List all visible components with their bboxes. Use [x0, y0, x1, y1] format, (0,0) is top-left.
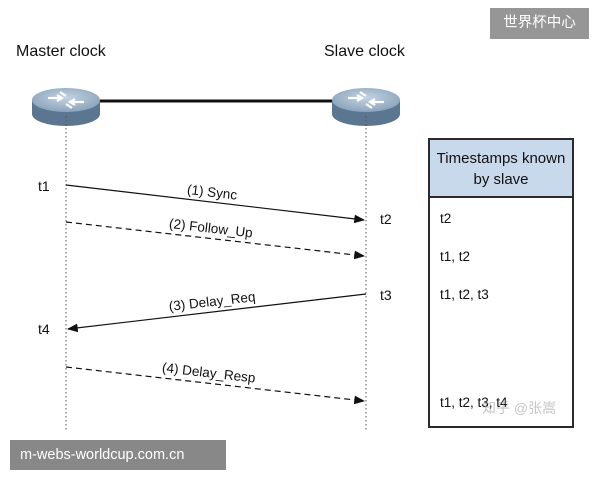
- time-t1-label: t1: [38, 178, 50, 194]
- delay-req-arrow: [66, 293, 367, 333]
- router-icon: [32, 88, 100, 126]
- zhihu-watermark: 知乎 @张嵩: [482, 400, 557, 416]
- time-t4-label: t4: [38, 321, 50, 337]
- master-clock-label: Master clock: [16, 43, 106, 60]
- timestamps-header: Timestamps known by slave: [428, 138, 574, 198]
- timestamps-row: t2: [440, 211, 452, 226]
- site-watermark-bottom: m-webs-worldcup.com.cn: [10, 440, 226, 470]
- time-t3-label: t3: [380, 287, 392, 303]
- timestamps-row: t1, t2, t3, t4: [440, 395, 508, 410]
- sync-arrow: [65, 184, 366, 224]
- timestamps-row: t1, t2, t3: [440, 287, 489, 302]
- router-icon: [332, 88, 400, 126]
- slave-clock-label: Slave clock: [324, 43, 405, 60]
- site-watermark-top: 世界杯中心: [490, 8, 589, 39]
- timestamps-row: t1, t2: [440, 249, 471, 264]
- timestamps-panel: [428, 196, 574, 428]
- time-t2-label: t2: [380, 211, 392, 227]
